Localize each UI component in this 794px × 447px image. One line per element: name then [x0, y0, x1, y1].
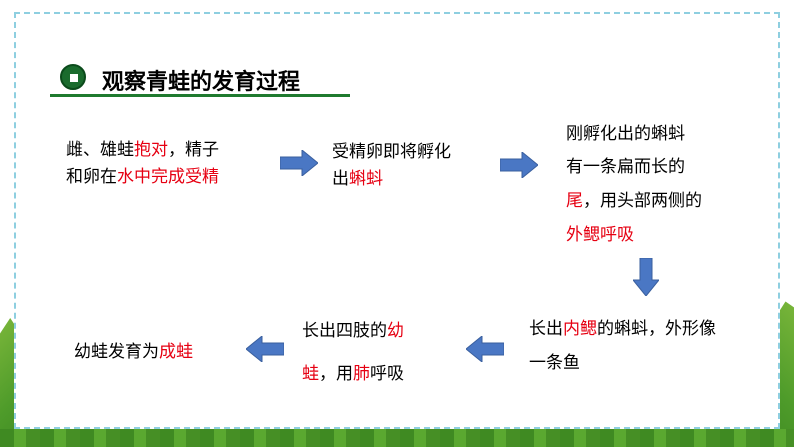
step-6-text: 幼蛙发育为 [74, 342, 159, 362]
arrow-right-1 [280, 150, 318, 176]
step-1-text: ，精子 [168, 140, 219, 160]
step-3-line-2: 有一条扁而长的 [566, 157, 685, 177]
arrow-down [633, 258, 659, 296]
step-2-text: 出 [332, 169, 349, 189]
step-2-highlight: 蝌蚪 [349, 169, 383, 189]
step-4-line-2: 一条鱼 [529, 353, 580, 373]
step-5-highlight: 幼 [387, 321, 404, 341]
step-3-line-1: 刚孵化出的蝌蚪 [566, 124, 685, 144]
arrow-right-2 [500, 152, 538, 178]
arrow-left-2 [246, 336, 284, 362]
arrow-left-1 [466, 336, 504, 362]
step-2-line-2: 出蝌蚪 [332, 166, 383, 192]
step-5-text: ，用 [319, 364, 353, 384]
step-1-highlight: 水中完成受精 [117, 167, 219, 187]
step-6-highlight: 成蛙 [159, 342, 193, 362]
step-4-text: 长出 [529, 319, 563, 339]
step-5-text: 长出四肢的 [302, 321, 387, 341]
title-bar: 观察青蛙的发育过程 [50, 62, 350, 100]
step-3-highlight: 尾 [566, 191, 583, 211]
step-4-text: 的蝌蚪，外形像 [597, 319, 716, 339]
step-2-line-1: 受精卵即将孵化 [332, 142, 451, 162]
step-4-highlight: 内鳃 [563, 319, 597, 339]
step-3-line-4: 外鳃呼吸 [566, 225, 634, 245]
bullet-icon [60, 64, 86, 90]
step-1-text: 和卵在 [66, 167, 117, 187]
step-3-line-3: 尾，用头部两侧的 [566, 188, 702, 214]
step-4-line-1: 长出内鳃的蝌蚪，外形像 [529, 316, 716, 342]
step-5-line-1: 长出四肢的幼 [302, 318, 404, 344]
step-3-text: ，用头部两侧的 [583, 191, 702, 211]
step-1-text: 雌、雄蛙 [66, 140, 134, 160]
step-5-line-2: 蛙，用肺呼吸 [302, 361, 404, 387]
step-1-line-1: 雌、雄蛙抱对，精子 [66, 137, 219, 163]
step-5-highlight: 蛙 [302, 364, 319, 384]
step-6-line: 幼蛙发育为成蛙 [74, 339, 193, 365]
step-1-line-2: 和卵在水中完成受精 [66, 164, 219, 190]
grass-decoration-bottom [0, 429, 794, 447]
slide-card [14, 12, 780, 429]
step-5-highlight: 肺 [353, 364, 370, 384]
step-5-text: 呼吸 [370, 364, 404, 384]
title-underline [50, 94, 350, 97]
page-title: 观察青蛙的发育过程 [102, 70, 301, 95]
step-1-highlight: 抱对 [134, 140, 168, 160]
